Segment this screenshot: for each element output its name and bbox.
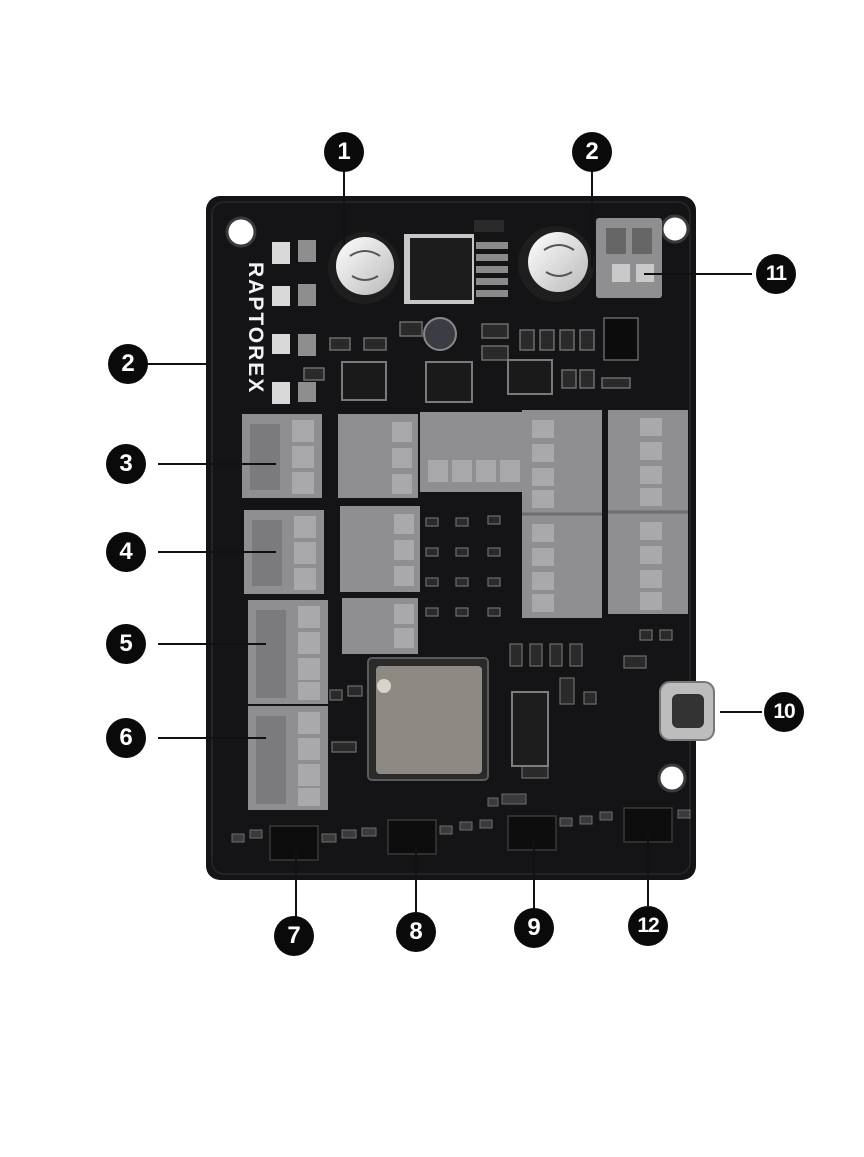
callout-3: 3 — [106, 444, 146, 484]
callout-12: 12 — [628, 906, 668, 946]
smd-grid — [329, 515, 673, 779]
terminal-block-6 — [248, 706, 328, 810]
power-terminal-11 — [596, 218, 662, 298]
terminal-block-4 — [244, 510, 324, 594]
callout-10: 10 — [764, 692, 804, 732]
callout-4: 4 — [106, 532, 146, 572]
indicator-leds — [272, 240, 316, 404]
terminal-block-3 — [242, 414, 322, 498]
usb-c-port — [659, 681, 715, 741]
callout-leader-lines — [146, 172, 762, 920]
bottom-smds — [231, 793, 691, 843]
terminal-block-5 — [248, 600, 328, 704]
callout-2-top: 2 — [572, 132, 612, 172]
pcb-board — [206, 196, 696, 880]
smd-components — [303, 321, 631, 389]
mounting-holes — [225, 214, 690, 793]
brand-logo: RAPTOREX — [244, 262, 267, 395]
connector-9 — [507, 815, 557, 851]
bottom-connectors — [269, 807, 673, 861]
inductor — [423, 317, 457, 351]
voltage-regulator — [404, 220, 508, 304]
connector-8 — [387, 819, 437, 855]
callout-9: 9 — [514, 908, 554, 948]
wifi-module — [367, 657, 489, 781]
electrolytic-capacitor-left — [328, 232, 400, 304]
callout-7: 7 — [274, 916, 314, 956]
callout-5: 5 — [106, 624, 146, 664]
callout-11: 11 — [756, 254, 796, 294]
callout-1: 1 — [324, 132, 364, 172]
callout-6: 6 — [106, 718, 146, 758]
electrolytic-capacitor-right — [518, 226, 594, 302]
callout-2-left: 2 — [108, 344, 148, 384]
connector-7 — [269, 825, 319, 861]
callout-8: 8 — [396, 912, 436, 952]
ic-chip — [511, 691, 549, 767]
